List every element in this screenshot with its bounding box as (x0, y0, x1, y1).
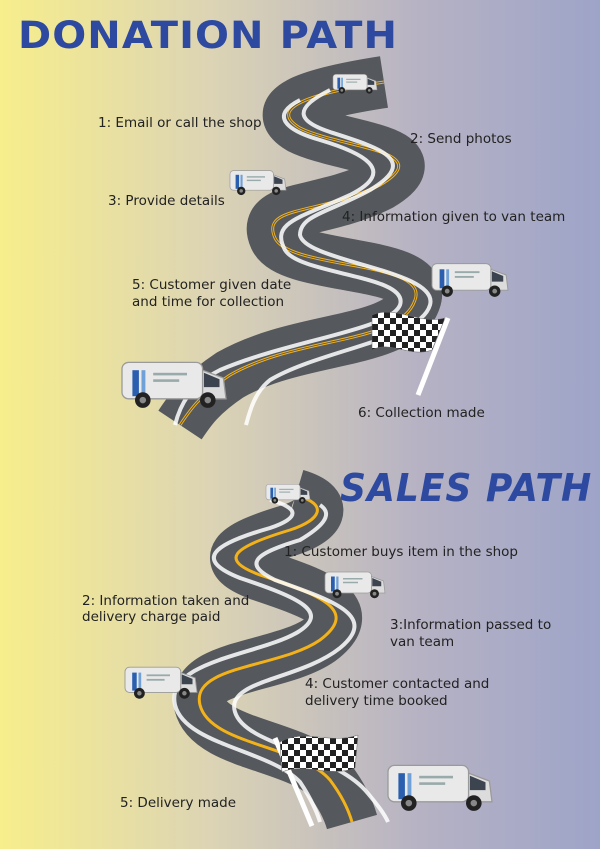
donation-step-5-line1: 5: Customer given date (132, 277, 292, 293)
van-icon (431, 263, 509, 298)
donation-step-3: 3: Provide details (108, 193, 225, 209)
donation-step-5-line2: and time for collection (132, 294, 285, 310)
sales-step-4-line1: 4: Customer contacted and (305, 676, 490, 692)
donation-step-2: 2: Send photos (410, 131, 512, 147)
sales-checkered-flag-icon (272, 734, 359, 827)
donation-road (158, 56, 442, 440)
sales-step-2-line1: 2: Information taken and (82, 593, 250, 609)
sales-step-4-line2: delivery time booked (305, 693, 448, 709)
donation-step-4: 4: Information given to van team (342, 209, 566, 225)
donation-step-1: 1: Email or call the shop (98, 115, 262, 131)
donation-step-6: 6: Collection made (358, 405, 485, 421)
van-icon (324, 571, 386, 599)
donation-checkered-flag-icon (371, 311, 451, 396)
sales-step-2-line2: delivery charge paid (82, 609, 221, 625)
sales-path-title: SALES PATH (340, 466, 593, 510)
van-icon (387, 764, 493, 812)
van-icon (229, 170, 287, 196)
sales-step-1: 1: Customer buys item in the shop (284, 544, 518, 560)
sales-step-3-line2: van team (390, 634, 455, 650)
sales-step-3-line1: 3:Information passed to (390, 617, 552, 633)
sales-step-5: 5: Delivery made (120, 795, 237, 811)
donation-path-title: DONATION PATH (18, 14, 399, 57)
